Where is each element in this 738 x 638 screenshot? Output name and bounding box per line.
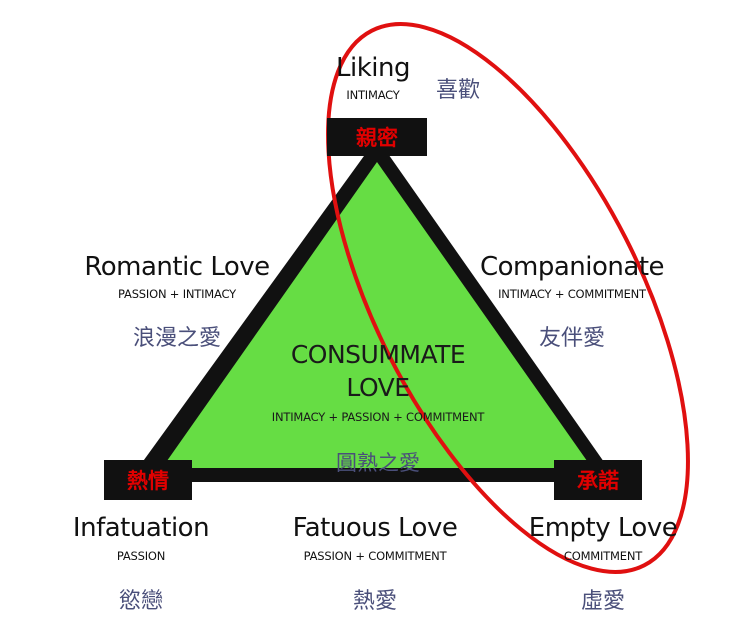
bottom-side-subtitle: PASSION + COMMITMENT — [303, 549, 447, 563]
right-vertex-title: Empty Love — [528, 513, 678, 543]
right-side-subtitle: INTIMACY + COMMITMENT — [498, 287, 646, 301]
center-title-line2: LOVE — [346, 373, 410, 402]
highlight-ellipse — [326, 22, 690, 574]
top-vertex-box: 親密 — [327, 118, 427, 156]
right-vertex-subtitle: COMMITMENT — [563, 549, 643, 563]
top-vertex-subtitle: INTIMACY — [346, 88, 400, 102]
left-vertex-subtitle: PASSION — [116, 549, 166, 563]
left-side-title: Romantic Love — [84, 252, 270, 282]
left-vertex-box: 熱情 — [104, 460, 192, 500]
left-side-subtitle: PASSION + INTIMACY — [118, 287, 236, 301]
left-vertex-chinese: 慾戀 — [118, 589, 163, 614]
bottom-side-title: Fatuous Love — [292, 513, 458, 543]
triangle-fill — [162, 162, 592, 468]
right-vertex-box: 承諾 — [554, 460, 642, 500]
bottom-side-chinese: 熱愛 — [352, 589, 397, 614]
right-vertex-chinese: 虛愛 — [580, 589, 625, 614]
center-chinese: 圓熟之愛 — [336, 451, 420, 475]
left-side-chinese: 浪漫之愛 — [132, 326, 221, 351]
top-vertex-title: Liking — [336, 53, 410, 83]
top-vertex-chinese: 喜歡 — [436, 78, 481, 103]
left-vertex-title: Infatuation — [72, 513, 210, 543]
center-subtitle: INTIMACY + PASSION + COMMITMENT — [271, 410, 485, 424]
right-side-chinese: 友伴愛 — [538, 326, 605, 351]
right-side-title: Companionate — [479, 252, 665, 282]
center-title-line1: CONSUMMATE — [290, 340, 466, 369]
